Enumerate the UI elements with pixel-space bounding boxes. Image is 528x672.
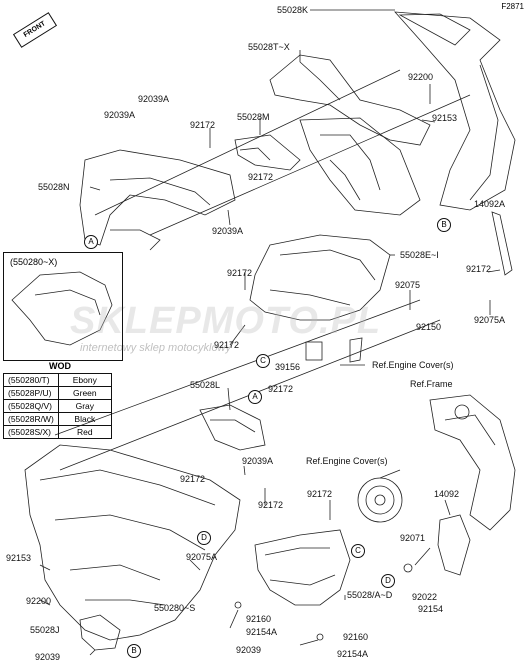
part-label: 92039 [35,652,61,662]
upper-cowl-55028K [394,11,516,211]
reference-label: Ref.Engine Cover(s) [306,456,388,466]
part-label: 39156 [275,362,301,372]
part-label: 92172 [190,120,216,130]
reference-label: Ref.Frame [410,379,453,389]
bracket-55028M [234,134,301,171]
inset-title: (550280~X) [10,257,58,267]
part-label: 92154A [246,627,278,637]
part-label: 55028N [38,182,70,192]
part-label: 92153 [6,553,32,563]
frame [429,394,516,531]
color-row: (55028S/X)Red [3,425,112,439]
part-label: 92075A [474,315,506,325]
part-label: 92039 [236,645,262,655]
part-label: 55028K [277,5,309,15]
color-row: (550280/T)Ebony [3,373,112,387]
part-label: 14092 [434,489,460,499]
variant-inset-box: (550280~X) [3,252,123,361]
reference-marker: C [351,544,365,558]
part-label: 92160 [246,614,272,624]
part-label: 55028T~X [248,42,290,52]
reference-marker: A [84,235,98,249]
part-39156 [305,341,323,361]
color-code: (55028P/U) [3,386,59,400]
color-row: (55028P/U)Green [3,386,112,400]
part-label: 550280~S [154,603,196,613]
part-label: 92172 [180,474,206,484]
part-label: 92172 [258,500,284,510]
watermark-tagline: internetowy sklep motocyklowy [80,342,232,354]
part-label: 92022 [412,592,438,602]
part-label: 92154A [337,649,369,659]
part-label: 92039A [212,226,244,236]
part-label: 14092A [474,199,506,209]
part-label: 92075A [186,552,218,562]
color-name: Gray [57,399,112,413]
part-label: 55028M [237,112,270,122]
part-label: 92172 [466,264,492,274]
part-label: 92039A [104,110,136,120]
reference-label: Ref.Engine Cover(s) [372,360,454,370]
part-label: 92172 [268,384,294,394]
color-row: (55028R/W)Black [3,412,112,426]
part-label: 92150 [416,322,442,332]
part-label: 55028L [190,380,221,390]
color-name: Red [57,425,112,439]
color-name: Ebony [57,373,112,387]
reference-marker: C [256,354,270,368]
fairing-55028T-X [269,54,431,146]
reference-marker: B [437,218,451,232]
belly-pan-55028A-D [254,529,351,606]
part-label: 92039A [138,94,170,104]
color-code: (55028Q/V) [3,399,59,413]
color-code-table: (550280/T)Ebony (55028P/U)Green (55028Q/… [3,373,112,439]
reference-marker: B [127,644,141,658]
part-label: 92153 [432,113,458,123]
lower-fairing-550280-S [24,444,241,641]
inset-fairing [11,271,113,346]
side-panel-55028E-I [249,234,391,321]
part-label: 92039A [242,456,274,466]
part-label: 92154 [418,604,444,614]
color-name: Green [57,386,112,400]
inset-model-label: WOD [49,361,71,371]
part-label: 92200 [408,72,434,82]
panel-55028L [199,404,266,451]
color-code: (55028R/W) [3,412,59,426]
bracket-92150 [349,337,363,363]
part-label: 92160 [343,632,369,642]
part-label: 92071 [400,533,426,543]
part-label: 92172 [227,268,253,278]
reference-marker: D [381,574,395,588]
color-code: (55028S/X) [3,425,59,439]
part-label: 92172 [214,340,240,350]
part-label: 55028E~I [400,250,439,260]
part-label: 92172 [307,489,333,499]
panel-55028J [79,614,121,651]
figure-code: F2871 [501,2,524,11]
watermark-logo: SKLEPMOTO.PL [70,300,382,342]
reference-marker: D [197,531,211,545]
part-label: 92200 [26,596,52,606]
color-row: (55028Q/V)Gray [3,399,112,413]
part-label: 92172 [248,172,274,182]
color-code: (550280/T) [3,373,59,387]
part-label: 92075 [395,280,421,290]
part-label: 55028/A~D [347,590,393,600]
cover-14092A [491,211,513,276]
cover-14092 [437,514,471,576]
engine-cover [357,477,403,523]
inner-panel [299,117,421,216]
reference-marker: A [248,390,262,404]
part-label: 55028J [30,625,60,635]
color-name: Black [57,412,112,426]
